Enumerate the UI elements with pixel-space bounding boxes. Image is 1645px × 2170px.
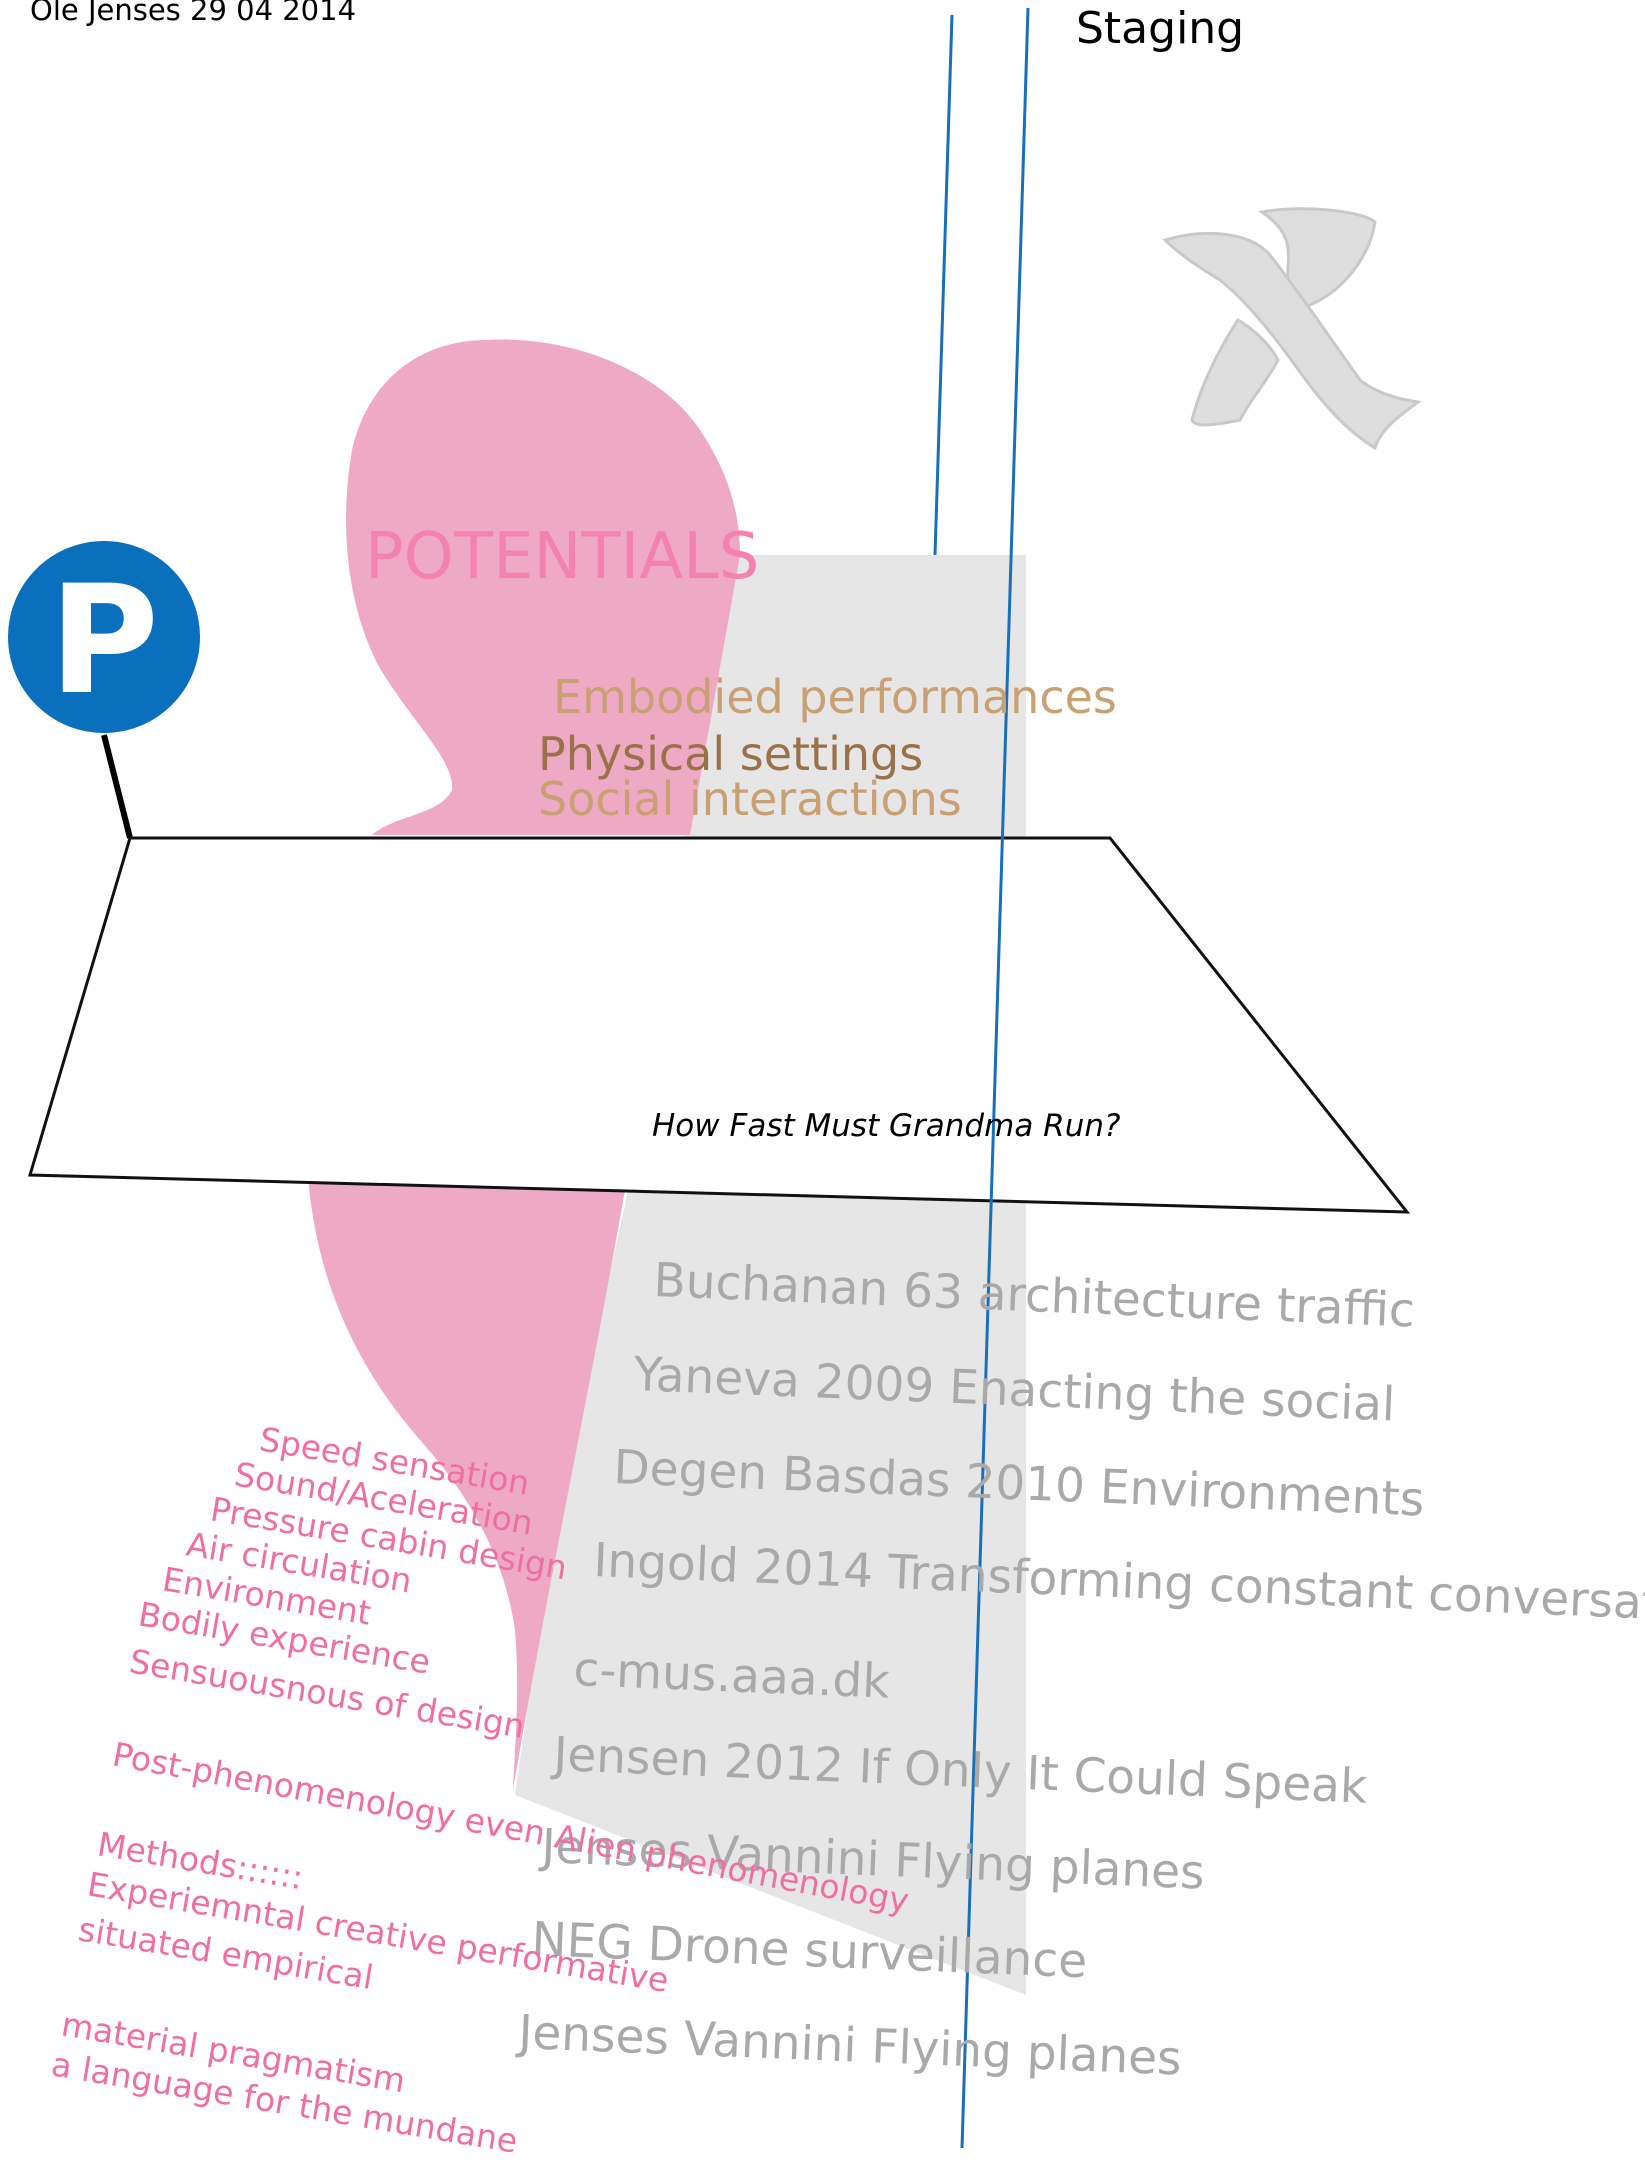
- parking-marker-letter: P: [49, 554, 159, 728]
- platform-question: How Fast Must Grandma Run?: [652, 1108, 1120, 1144]
- pink-lower-shape: [308, 1175, 625, 1790]
- physical-settings-label: Physical settings: [538, 727, 923, 781]
- sensation-list: Speed sensation Sound/Aceleration Pressu…: [127, 1419, 570, 1745]
- parking-marker-icon: [8, 541, 200, 733]
- embodied-performances-label: Embodied performances: [553, 670, 1117, 724]
- potentials-title: POTENTIALS: [365, 520, 759, 594]
- staging-line-left: [933, 14, 954, 556]
- cross-x-icon: [1162, 207, 1422, 451]
- pink-potentials-blob: [346, 339, 740, 835]
- marker-pin-line: [101, 734, 133, 839]
- staging-line-right: [960, 7, 1030, 2149]
- author-date-label: Ole Jenses 29 04 2014: [30, 0, 356, 27]
- reference-item: Jenses Vannini Flying planes: [515, 2005, 1183, 2087]
- reference-item: c-mus.aaa.dk: [573, 1642, 892, 1710]
- staging-label: Staging: [1076, 3, 1244, 54]
- social-interactions-label: Social interactions: [538, 772, 962, 826]
- reference-list: Buchanan 63 architecture traffic Yaneva …: [515, 1253, 1645, 2087]
- platform-shape: [28, 836, 1411, 1214]
